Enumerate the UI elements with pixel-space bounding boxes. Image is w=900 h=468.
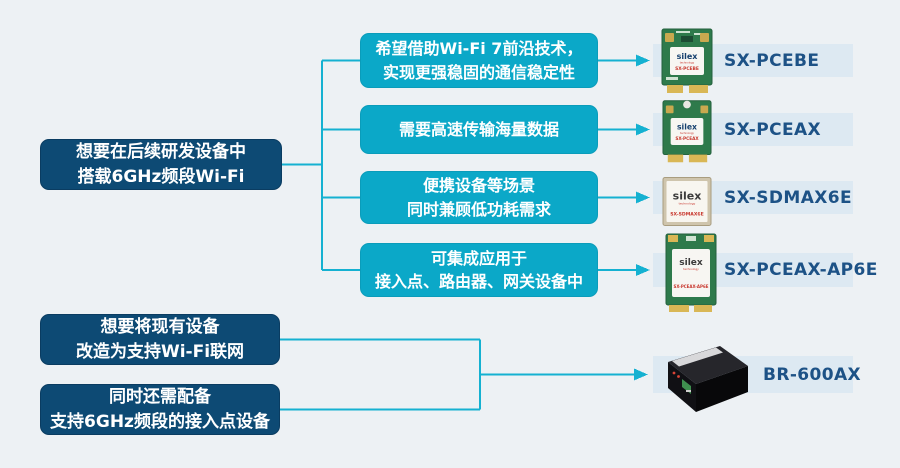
- source-box-retrofit: 想要将现有设备 改造为支持Wi-Fi联网: [40, 314, 280, 365]
- board-code-text: SX-PCEAX-AP6E: [674, 284, 709, 289]
- product-name: SX-SDMAX6E: [724, 187, 852, 208]
- arrowhead-icon: [636, 123, 650, 136]
- antenna-pad: [668, 235, 678, 242]
- source-box-access-point: 同时还需配备 支持6GHz频段的接入点设备: [40, 384, 280, 435]
- silkscreen-mark: [694, 33, 704, 35]
- source-box-text-line2: 改造为支持Wi-Fi联网: [75, 341, 245, 362]
- product-image-sx-pceax-ap6e-module: silex technology SX-PCEAX-AP6E: [665, 233, 717, 312]
- antenna-pad: [665, 105, 674, 114]
- led-indicator: [677, 375, 680, 378]
- arrowhead-icon: [636, 191, 650, 204]
- edge-connector: [689, 85, 708, 93]
- edge-connector: [669, 305, 689, 312]
- product-name: SX-PCEAX-AP6E: [724, 260, 878, 280]
- need-box-wifi7: 希望借助Wi-Fi 7前沿技术， 实现更强稳固的通信稳定性: [360, 33, 598, 88]
- need-text-line2: 接入点、路由器、网关设备中: [374, 272, 583, 291]
- arrowhead-icon: [636, 264, 650, 276]
- board-sub-text: technology: [680, 61, 695, 65]
- product-image-br-600ax-device: [668, 346, 748, 412]
- chip-component: [681, 36, 693, 42]
- board-sub-text: technology: [683, 267, 699, 271]
- silkscreen-mark: [666, 77, 678, 80]
- product-image-sx-pceax-module: silex technology SX-PCEAX: [662, 100, 712, 163]
- need-box-low-power: 便携设备等场景 同时兼顾低功耗需求: [360, 171, 598, 224]
- module-label: [670, 47, 704, 75]
- module-label: [672, 249, 710, 297]
- source-box-text-line2: 搭载6GHz频段Wi-Fi: [77, 166, 245, 187]
- source-box-text-line2: 支持6GHz频段的接入点设备: [50, 411, 270, 432]
- product-name: SX-PCEBE: [724, 50, 820, 71]
- board-code-text: SX-PCEBE: [675, 66, 699, 72]
- antenna-pad: [665, 33, 674, 42]
- antenna-pad: [704, 235, 714, 242]
- need-box-high-speed: 需要高速传输海量数据: [360, 105, 598, 154]
- port-mark: [686, 390, 691, 392]
- device-label-stripe: [672, 347, 723, 367]
- device-side-face: [696, 366, 748, 412]
- board-code-text: SX-SDMAX6E: [670, 212, 704, 218]
- product-image-sx-sdmax6e-module: silex technology SX-SDMAX6E: [662, 177, 712, 226]
- product-name: SX-PCEAX: [724, 119, 822, 140]
- silkscreen-mark: [686, 236, 696, 241]
- source-box-text-line1: 想要在后续研发设备中: [76, 142, 246, 163]
- antenna-pad: [700, 33, 709, 42]
- board-sub-text: technology: [679, 202, 696, 206]
- antenna-pad: [700, 105, 709, 114]
- source-box-text-line1: 同时还需配备: [109, 387, 211, 408]
- arrowhead-icon: [636, 54, 650, 67]
- board-brand-text: silex: [679, 258, 703, 268]
- need-text-line2: 同时兼顾低功耗需求: [406, 199, 551, 219]
- arrowhead-icon: [634, 368, 648, 381]
- edge-connector: [667, 85, 683, 93]
- source-box-new-devices: 想要在后续研发设备中 搭载6GHz频段Wi-Fi: [40, 139, 282, 190]
- silkscreen-mark: [676, 31, 690, 33]
- edge-connector: [688, 154, 708, 163]
- module-label: [670, 118, 704, 145]
- board-sub-text: technology: [680, 131, 694, 135]
- need-text-line1: 便携设备等场景: [422, 176, 535, 196]
- led-indicator: [672, 371, 676, 375]
- ufl-connector: [683, 100, 691, 109]
- product-image-sx-pcebe-module: silex technology SX-PCEBE: [661, 28, 713, 93]
- source-box-text-line1: 想要将现有设备: [100, 317, 220, 338]
- need-text-line1: 需要高速传输海量数据: [398, 119, 559, 139]
- edge-connector: [667, 154, 684, 163]
- board-code-text: SX-PCEAX: [675, 136, 699, 141]
- need-text-line1: 希望借助Wi-Fi 7前沿技术，: [375, 39, 583, 59]
- product-name: BR-600AX: [763, 364, 862, 385]
- need-text-line2: 实现更强稳固的通信稳定性: [382, 62, 575, 82]
- board-brand-text: silex: [677, 52, 699, 61]
- need-text-line1: 可集成应用于: [430, 248, 527, 268]
- board-brand-text: silex: [673, 190, 702, 203]
- module-label: [666, 181, 708, 222]
- need-box-integration: 可集成应用于 接入点、路由器、网关设备中: [360, 243, 598, 297]
- device-top-face: [668, 346, 748, 384]
- edge-connector: [694, 305, 712, 312]
- board-brand-text: silex: [677, 123, 697, 132]
